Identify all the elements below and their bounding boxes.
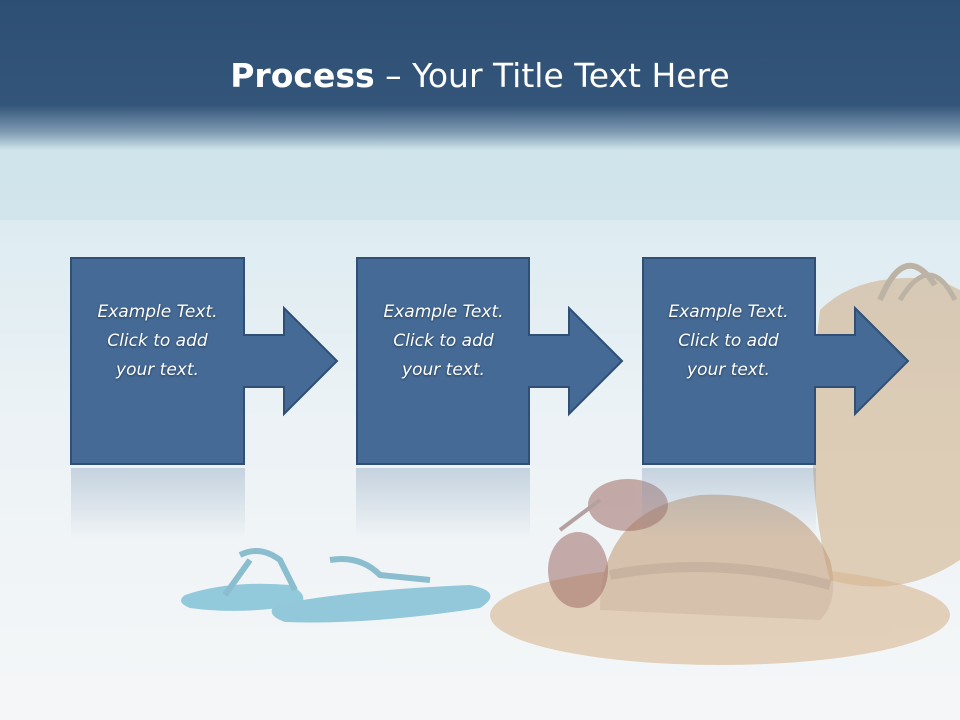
title-bold: Process bbox=[230, 56, 375, 95]
step-1-text: Example Text. Click to add your text. bbox=[78, 298, 238, 385]
step-1-line-1: Example Text. bbox=[97, 301, 218, 322]
step-3-line-2: Click to add bbox=[678, 330, 779, 351]
step-3-text: Example Text. Click to add your text. bbox=[649, 298, 809, 385]
step-2-text: Example Text. Click to add your text. bbox=[364, 298, 524, 385]
page-title[interactable]: Process – Your Title Text Here bbox=[0, 54, 960, 98]
process-step-3-shape[interactable] bbox=[642, 257, 910, 465]
step-1-line-3: your text. bbox=[116, 359, 199, 380]
title-band bbox=[0, 0, 960, 150]
process-step-2[interactable]: Example Text. Click to add your text. bbox=[358, 258, 529, 464]
step-3-line-3: your text. bbox=[687, 359, 770, 380]
flip-flops-image bbox=[181, 548, 491, 623]
process-step-1[interactable]: Example Text. Click to add your text. bbox=[72, 258, 243, 464]
step-2-line-3: your text. bbox=[402, 359, 485, 380]
process-step-1-shape[interactable] bbox=[70, 257, 339, 465]
step-2-line-2: Click to add bbox=[393, 330, 494, 351]
step-3-line-1: Example Text. bbox=[668, 301, 789, 322]
step-1-line-2: Click to add bbox=[107, 330, 208, 351]
title-rest: – Your Title Text Here bbox=[374, 56, 730, 95]
step-2-line-1: Example Text. bbox=[383, 301, 504, 322]
process-step-3[interactable]: Example Text. Click to add your text. bbox=[643, 258, 814, 464]
process-step-2-shape[interactable] bbox=[356, 257, 624, 465]
